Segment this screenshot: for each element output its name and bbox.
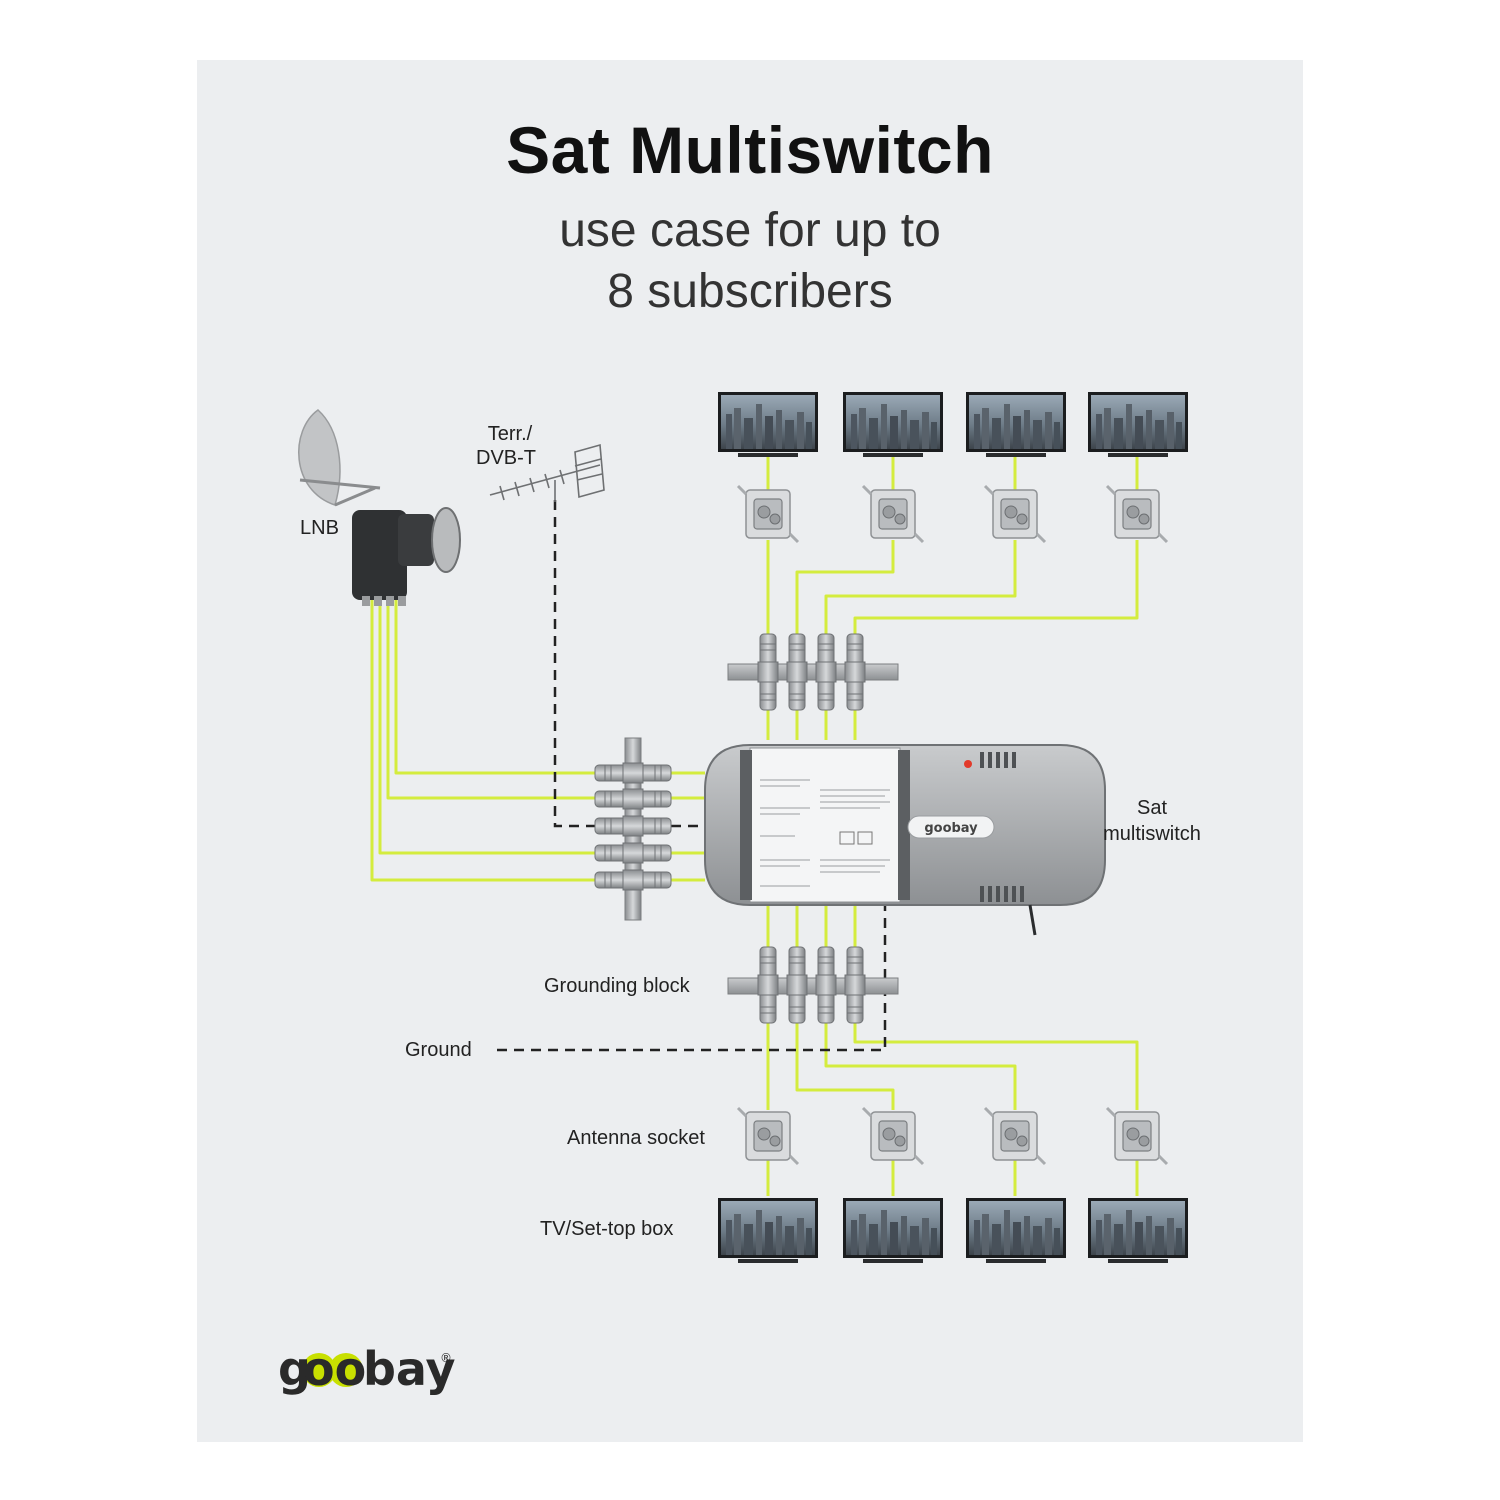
tv-bottom-4 <box>1088 1198 1188 1263</box>
terrestrial-antenna-icon <box>489 443 605 502</box>
antenna-socket-label: Antenna socket <box>567 1127 705 1149</box>
tv-top-1 <box>718 392 818 457</box>
terr-label-line1: Terr./ <box>488 423 533 445</box>
subtitle-line-1: use case for up to <box>559 204 941 257</box>
tv-bottom-3 <box>966 1198 1066 1263</box>
ground-label: Ground <box>405 1039 472 1061</box>
antenna-socket-top-4 <box>1105 484 1169 544</box>
antenna-socket-bottom-1 <box>736 1106 800 1166</box>
tv-bottom-1 <box>718 1198 818 1263</box>
logo-text-g: g <box>278 1342 311 1396</box>
subtitle-line-2: 8 subscribers <box>607 265 893 318</box>
grounding-block-input <box>594 737 672 921</box>
grounding-block-top <box>727 633 899 711</box>
grounding-block-label: Grounding block <box>544 975 691 997</box>
grounding-block-bottom <box>727 946 899 1024</box>
tv-top-2 <box>843 392 943 457</box>
goobay-logo: g oo bay ® <box>278 1342 456 1396</box>
antenna-socket-bottom-3 <box>983 1106 1047 1166</box>
satellite-dish-icon <box>298 409 381 507</box>
tv-bottom-2 <box>843 1198 943 1263</box>
terr-label-line2: DVB-T <box>476 447 536 469</box>
antenna-socket-top-3 <box>983 484 1047 544</box>
logo-registered-mark: ® <box>440 1351 452 1365</box>
device-brand-label: goobay <box>924 821 978 836</box>
multiswitch-device: goobay <box>704 744 1106 936</box>
tv-top-4 <box>1088 392 1188 457</box>
antenna-socket-bottom-4 <box>1105 1106 1169 1166</box>
antenna-socket-bottom-2 <box>861 1106 925 1166</box>
logo-text-oo: oo <box>303 1342 366 1396</box>
antenna-socket-top-2 <box>861 484 925 544</box>
lnb-icon <box>352 507 461 606</box>
lnb-label: LNB <box>300 517 339 539</box>
multiswitch-label-line2: multiswitch <box>1103 823 1201 845</box>
tv-settop-label: TV/Set-top box <box>540 1218 673 1240</box>
tv-top-3 <box>966 392 1066 457</box>
dashed-lines <box>497 500 887 1052</box>
antenna-socket-top-1 <box>736 484 800 544</box>
page-title: Sat Multiswitch <box>506 113 994 187</box>
multiswitch-label-line1: Sat <box>1137 797 1167 819</box>
logo-text-bay: bay <box>363 1342 456 1396</box>
